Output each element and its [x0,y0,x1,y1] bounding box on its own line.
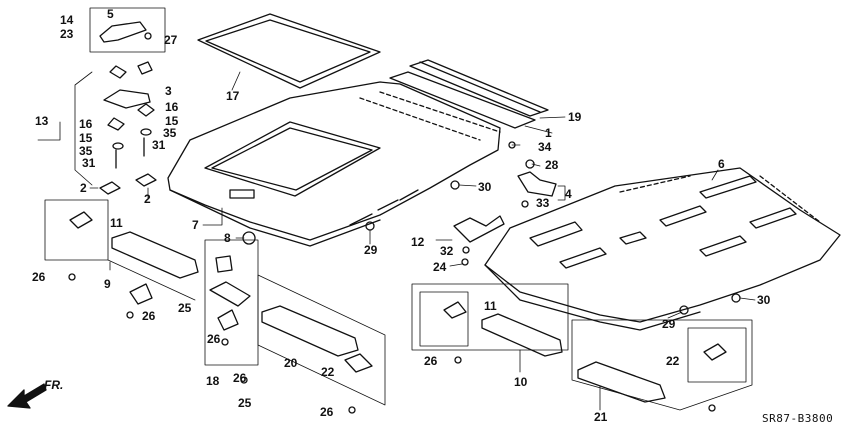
callout-13: 13 [35,114,49,128]
callout-3: 3 [165,84,172,98]
visor-group-18 [204,239,259,366]
callout-33: 33 [536,196,550,210]
headliner-sunroof [167,81,501,247]
callout-31: 31 [152,138,166,152]
callout-11: 11 [110,216,123,230]
callout-27: 27 [164,33,178,47]
callout-14: 14 [60,13,74,27]
headliner-standard [484,167,841,331]
callout-8: 8 [224,231,231,245]
callout-2: 2 [80,181,87,195]
callout-35: 35 [163,126,177,140]
callout-5: 5 [107,7,114,21]
callout-21: 21 [594,410,608,424]
callout-29: 29 [662,317,676,331]
callout-29: 29 [364,243,378,257]
sun-visor-left-group [44,199,199,305]
callout-4: 4 [565,187,572,201]
callout-16: 16 [79,117,93,131]
callout-15: 15 [165,114,179,128]
callout-7: 7 [192,218,199,232]
callout-17: 17 [226,89,240,103]
callout-31: 31 [82,156,96,170]
callout-26: 26 [142,309,156,323]
callout-30: 30 [757,293,771,307]
callout-26: 26 [32,270,46,284]
leader-lines [37,71,756,411]
callout-9: 9 [104,277,111,291]
visor-group-10 [411,283,569,357]
callout-30: 30 [478,180,492,194]
callout-25: 25 [178,301,192,315]
callout-1: 1 [545,126,552,140]
callout-12: 12 [411,235,425,249]
callout-2: 2 [144,192,151,206]
callout-11: 11 [484,299,497,313]
bracket-group-lines [74,7,166,186]
callout-22: 22 [321,365,335,379]
callout-26: 26 [233,371,247,385]
front-direction-label: FR. [44,378,64,392]
callout-28: 28 [545,158,559,172]
callout-24: 24 [433,260,447,274]
callout-10: 10 [514,375,528,389]
front-direction-arrow-icon [7,383,47,409]
callout-35: 35 [79,144,93,158]
callout-32: 32 [440,244,454,258]
callout-25: 25 [238,396,252,410]
callout-26: 26 [207,332,221,346]
callout-15: 15 [79,131,93,145]
callout-18: 18 [206,374,220,388]
callout-34: 34 [538,140,552,154]
visor-group-20 [257,274,386,406]
callout-20: 20 [284,356,298,370]
visor-group-21 [571,319,753,411]
callout-26: 26 [424,354,438,368]
callout-19: 19 [568,110,582,124]
callout-22: 22 [666,354,680,368]
callout-26: 26 [320,405,334,419]
callout-6: 6 [718,157,725,171]
roof-rails [389,59,549,129]
sunroof-seal-frame [197,13,381,89]
callout-16: 16 [165,100,179,114]
callout-23: 23 [60,27,74,41]
diagram-code: SR87-B3800 [762,412,834,425]
